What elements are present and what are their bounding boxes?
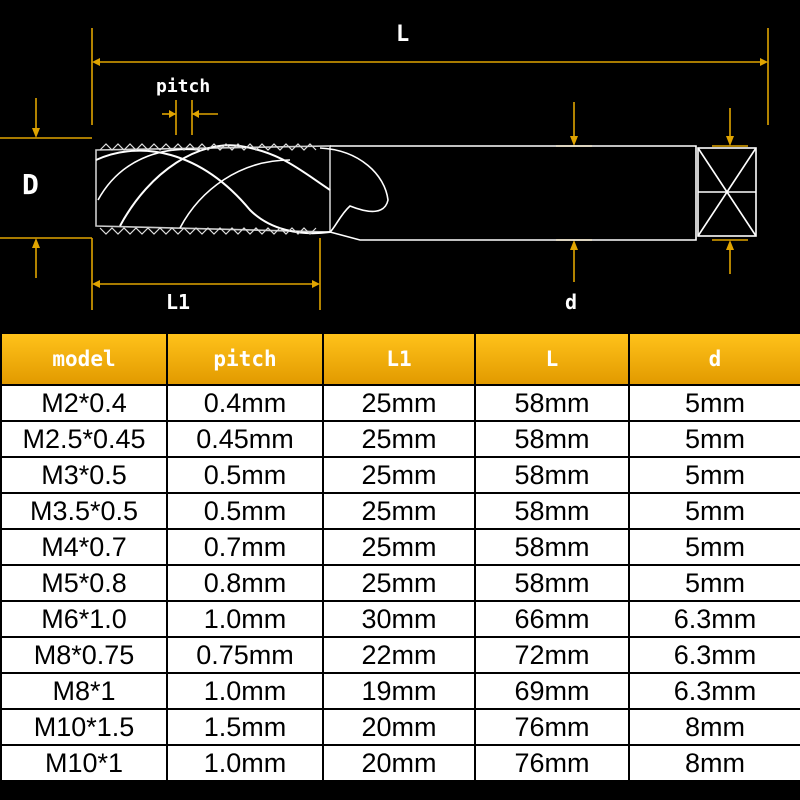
thread-length-cell: 22mm — [322, 636, 476, 674]
shank-diameter-cell: 5mm — [628, 420, 800, 458]
pitch-cell: 0.75mm — [166, 636, 324, 674]
thread-length-cell: 19mm — [322, 672, 476, 710]
shank-diameter-cell: 5mm — [628, 528, 800, 566]
length-cell: 58mm — [474, 492, 630, 530]
shank-diameter-cell: 8mm — [628, 708, 800, 746]
model-cell: M8*0.75 — [0, 636, 168, 674]
thread-length-label: L1 — [166, 290, 191, 314]
thread-length-cell: 25mm — [322, 492, 476, 530]
pitch-label: pitch — [156, 76, 211, 97]
pitch-cell: 0.4mm — [166, 384, 324, 422]
shank-diameter-label: d — [565, 290, 578, 314]
shank-diameter-cell: 5mm — [628, 564, 800, 602]
length-cell: 76mm — [474, 708, 630, 746]
thread-length-cell: 25mm — [322, 384, 476, 422]
model-cell: M10*1 — [0, 744, 168, 782]
thread-length-cell: 25mm — [322, 456, 476, 494]
pitch-cell: 1.0mm — [166, 600, 324, 638]
length-cell: 58mm — [474, 564, 630, 602]
model-cell: M2*0.4 — [0, 384, 168, 422]
model-cell: M2.5*0.45 — [0, 420, 168, 458]
model-cell: M3.5*0.5 — [0, 492, 168, 530]
pitch-cell: 1.0mm — [166, 744, 324, 782]
shank-diameter-cell: 5mm — [628, 456, 800, 494]
pitch-cell: 0.7mm — [166, 528, 324, 566]
dimension-lines — [0, 28, 769, 310]
model-cell: M10*1.5 — [0, 708, 168, 746]
tap-body — [95, 143, 757, 241]
thread-length-cell: 25mm — [322, 528, 476, 566]
model-cell: M8*1 — [0, 672, 168, 710]
tap-drawing — [0, 28, 769, 310]
thread-length-cell: 20mm — [322, 744, 476, 782]
model-cell: M4*0.7 — [0, 528, 168, 566]
shank-diameter-cell: 8mm — [628, 744, 800, 782]
column-header-L1: L1 — [322, 332, 476, 386]
shank-diameter-cell: 5mm — [628, 492, 800, 530]
shank-diameter-cell: 6.3mm — [628, 636, 800, 674]
column-header-d: d — [628, 332, 800, 386]
length-cell: 76mm — [474, 744, 630, 782]
column-header-L: L — [474, 332, 630, 386]
pitch-cell: 1.5mm — [166, 708, 324, 746]
table-header-row: model pitch L1 L d — [0, 332, 800, 386]
thread-length-cell: 30mm — [322, 600, 476, 638]
length-cell: 72mm — [474, 636, 630, 674]
length-label: L — [396, 22, 410, 47]
pitch-cell: 0.5mm — [166, 492, 324, 530]
length-cell: 58mm — [474, 384, 630, 422]
model-cell: M5*0.8 — [0, 564, 168, 602]
column-header-model: model — [0, 332, 168, 386]
length-cell: 69mm — [474, 672, 630, 710]
thread-length-cell: 25mm — [322, 564, 476, 602]
thread-length-cell: 20mm — [322, 708, 476, 746]
pitch-cell: 0.5mm — [166, 456, 324, 494]
shank-diameter-cell: 6.3mm — [628, 672, 800, 710]
thread-length-cell: 25mm — [322, 420, 476, 458]
column-header-pitch: pitch — [166, 332, 324, 386]
shank-diameter-cell: 6.3mm — [628, 600, 800, 638]
pitch-cell: 1.0mm — [166, 672, 324, 710]
diameter-label: D — [22, 168, 39, 201]
pitch-cell: 0.8mm — [166, 564, 324, 602]
shank-diameter-cell: 5mm — [628, 384, 800, 422]
model-cell: M3*0.5 — [0, 456, 168, 494]
length-cell: 58mm — [474, 456, 630, 494]
model-cell: M6*1.0 — [0, 600, 168, 638]
pitch-cell: 0.45mm — [166, 420, 324, 458]
length-cell: 58mm — [474, 420, 630, 458]
length-cell: 66mm — [474, 600, 630, 638]
length-cell: 58mm — [474, 528, 630, 566]
tap-dimension-diagram: L pitch D L1 d — [0, 0, 800, 330]
